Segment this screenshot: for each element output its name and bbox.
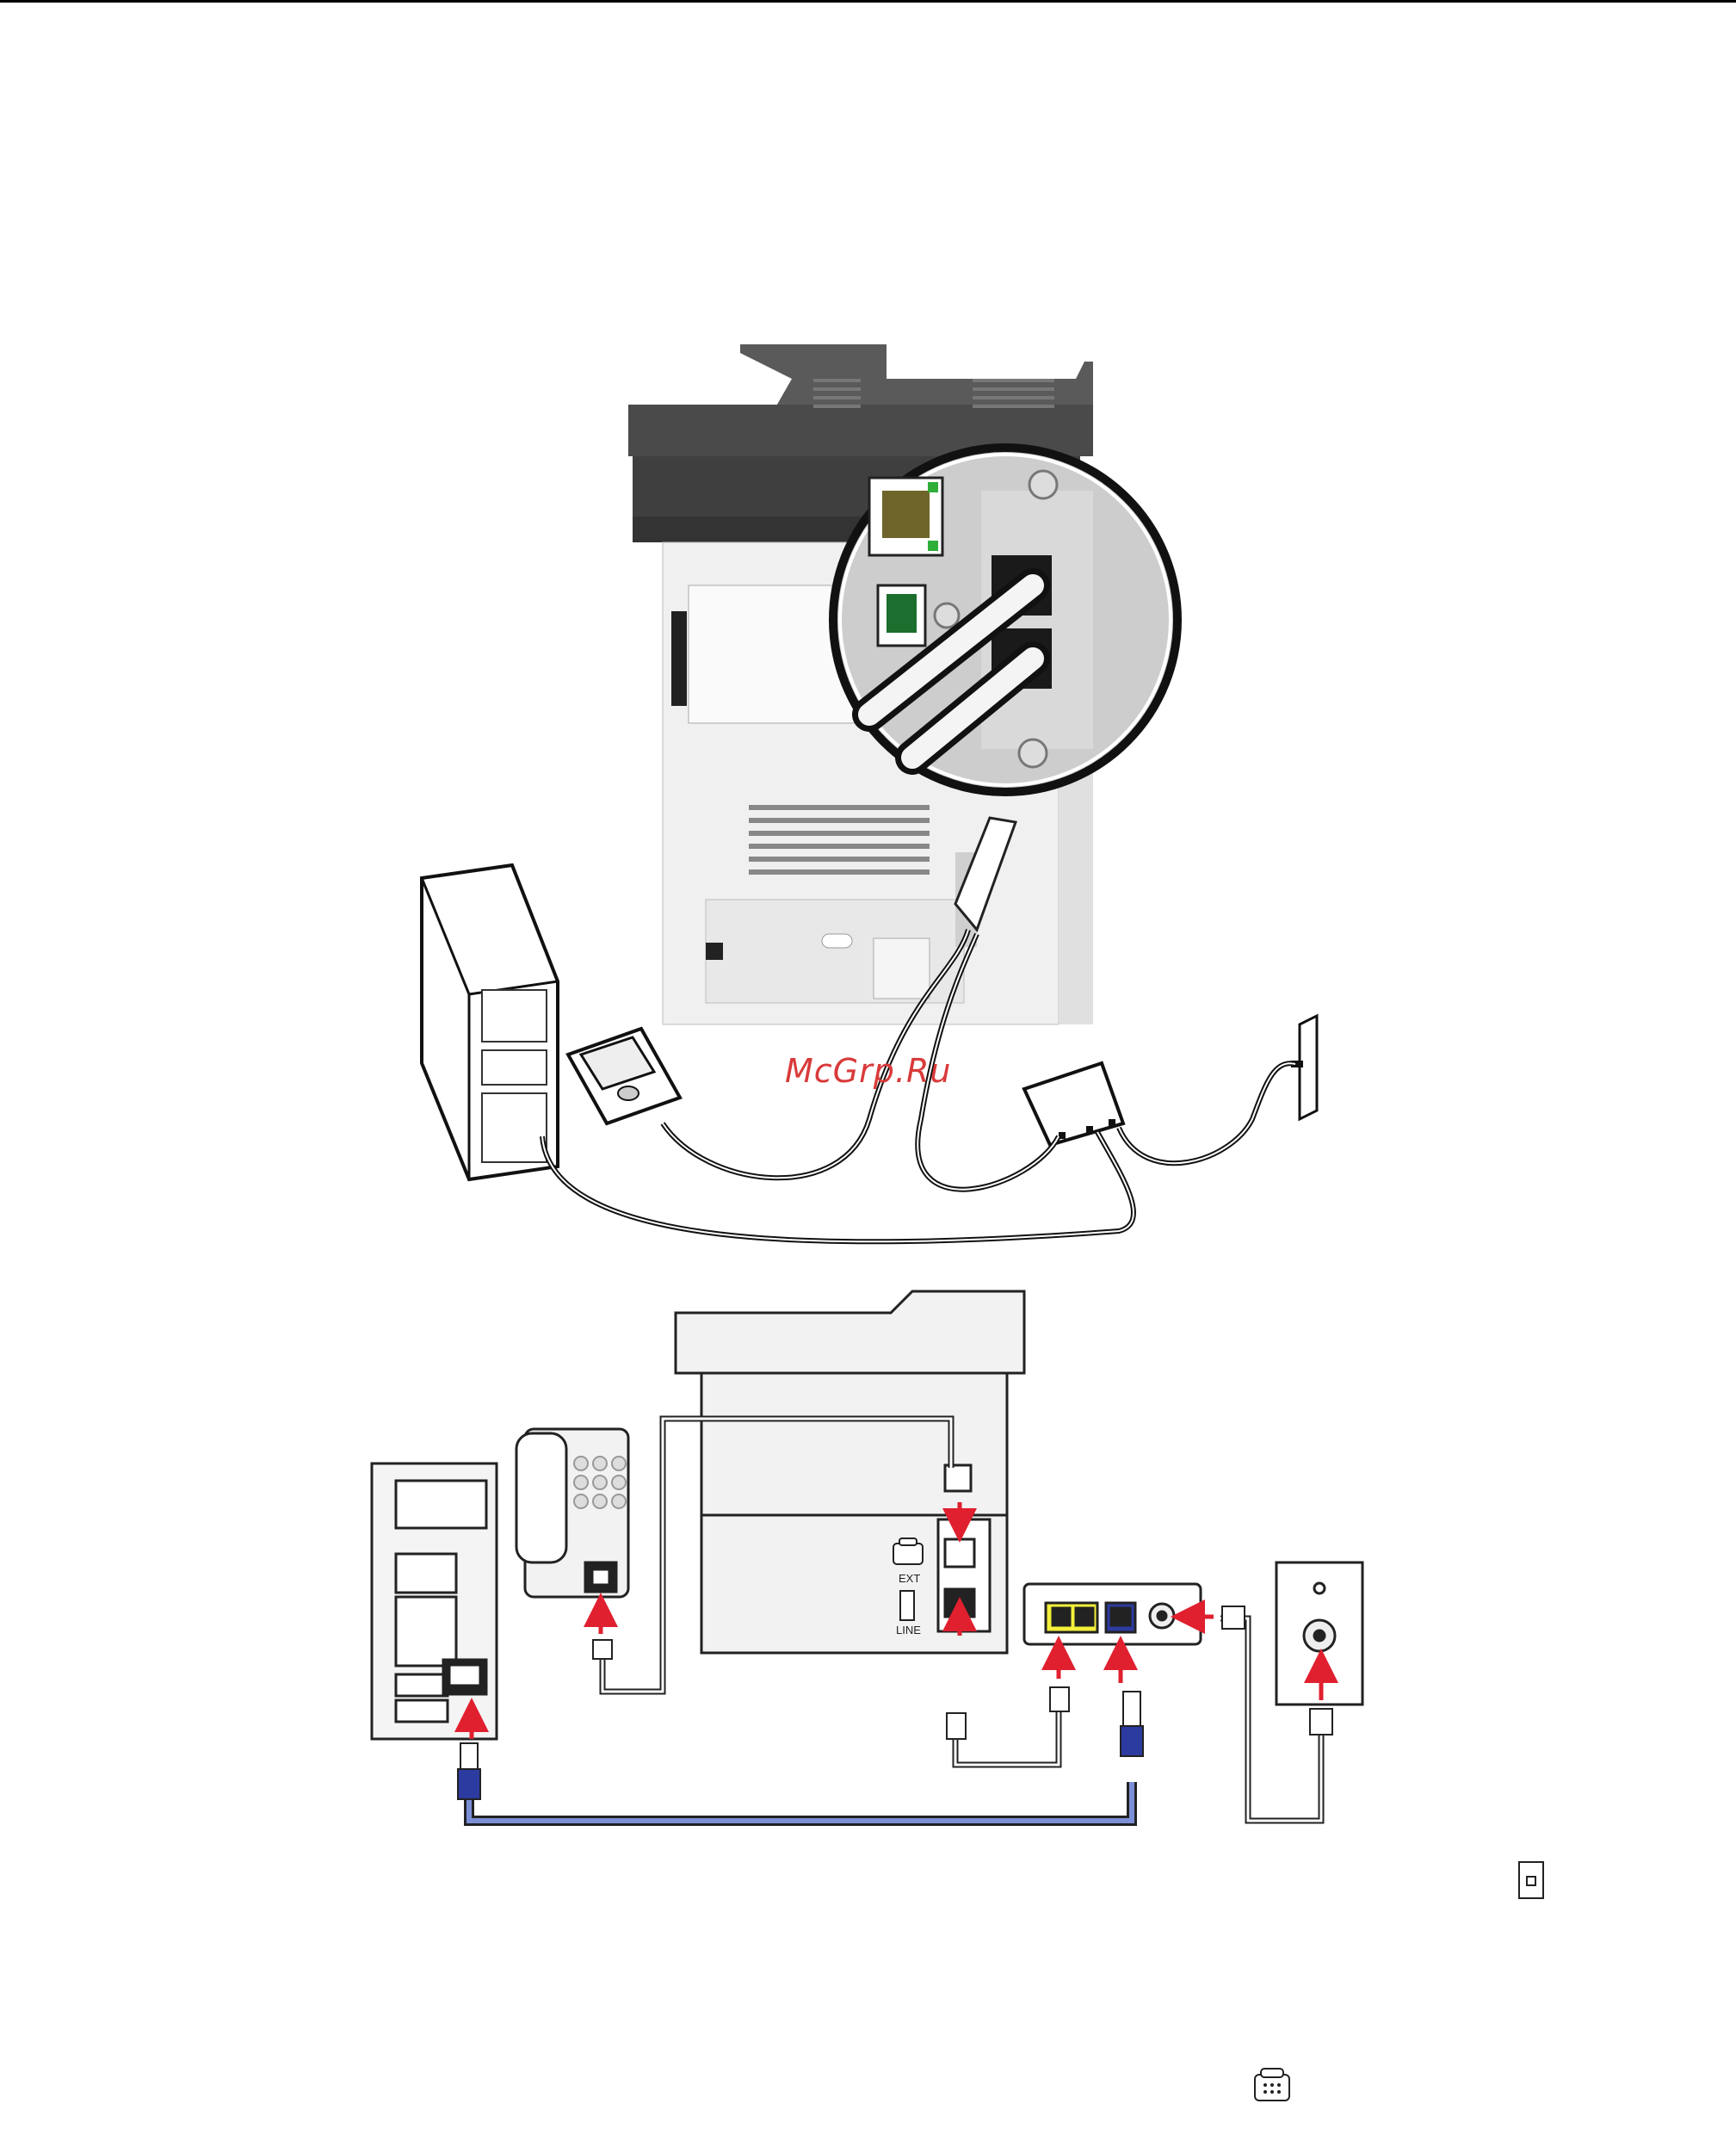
printer-rear-illustration [628,344,1177,1024]
splitter-illustration [1024,1063,1123,1145]
computer-schematic [372,1463,497,1739]
telephone-icon-footer [1255,2069,1289,2101]
wall-jack-illustration [1291,1016,1317,1119]
wall-outlet-icon [1519,1862,1543,1898]
printer-schematic [676,1291,1024,1653]
line-jack-icon [900,1591,914,1620]
telephone-schematic [516,1429,628,1597]
modem-schematic [1024,1584,1201,1644]
ethernet-cable [458,1692,1143,1821]
computer-tower-illustration [422,865,558,1179]
ext-label: EXT [899,1572,920,1585]
watermark-text: McGrp.Ru [785,1052,951,1090]
line-label: LINE [896,1624,921,1637]
telephone-illustration [568,1029,680,1123]
